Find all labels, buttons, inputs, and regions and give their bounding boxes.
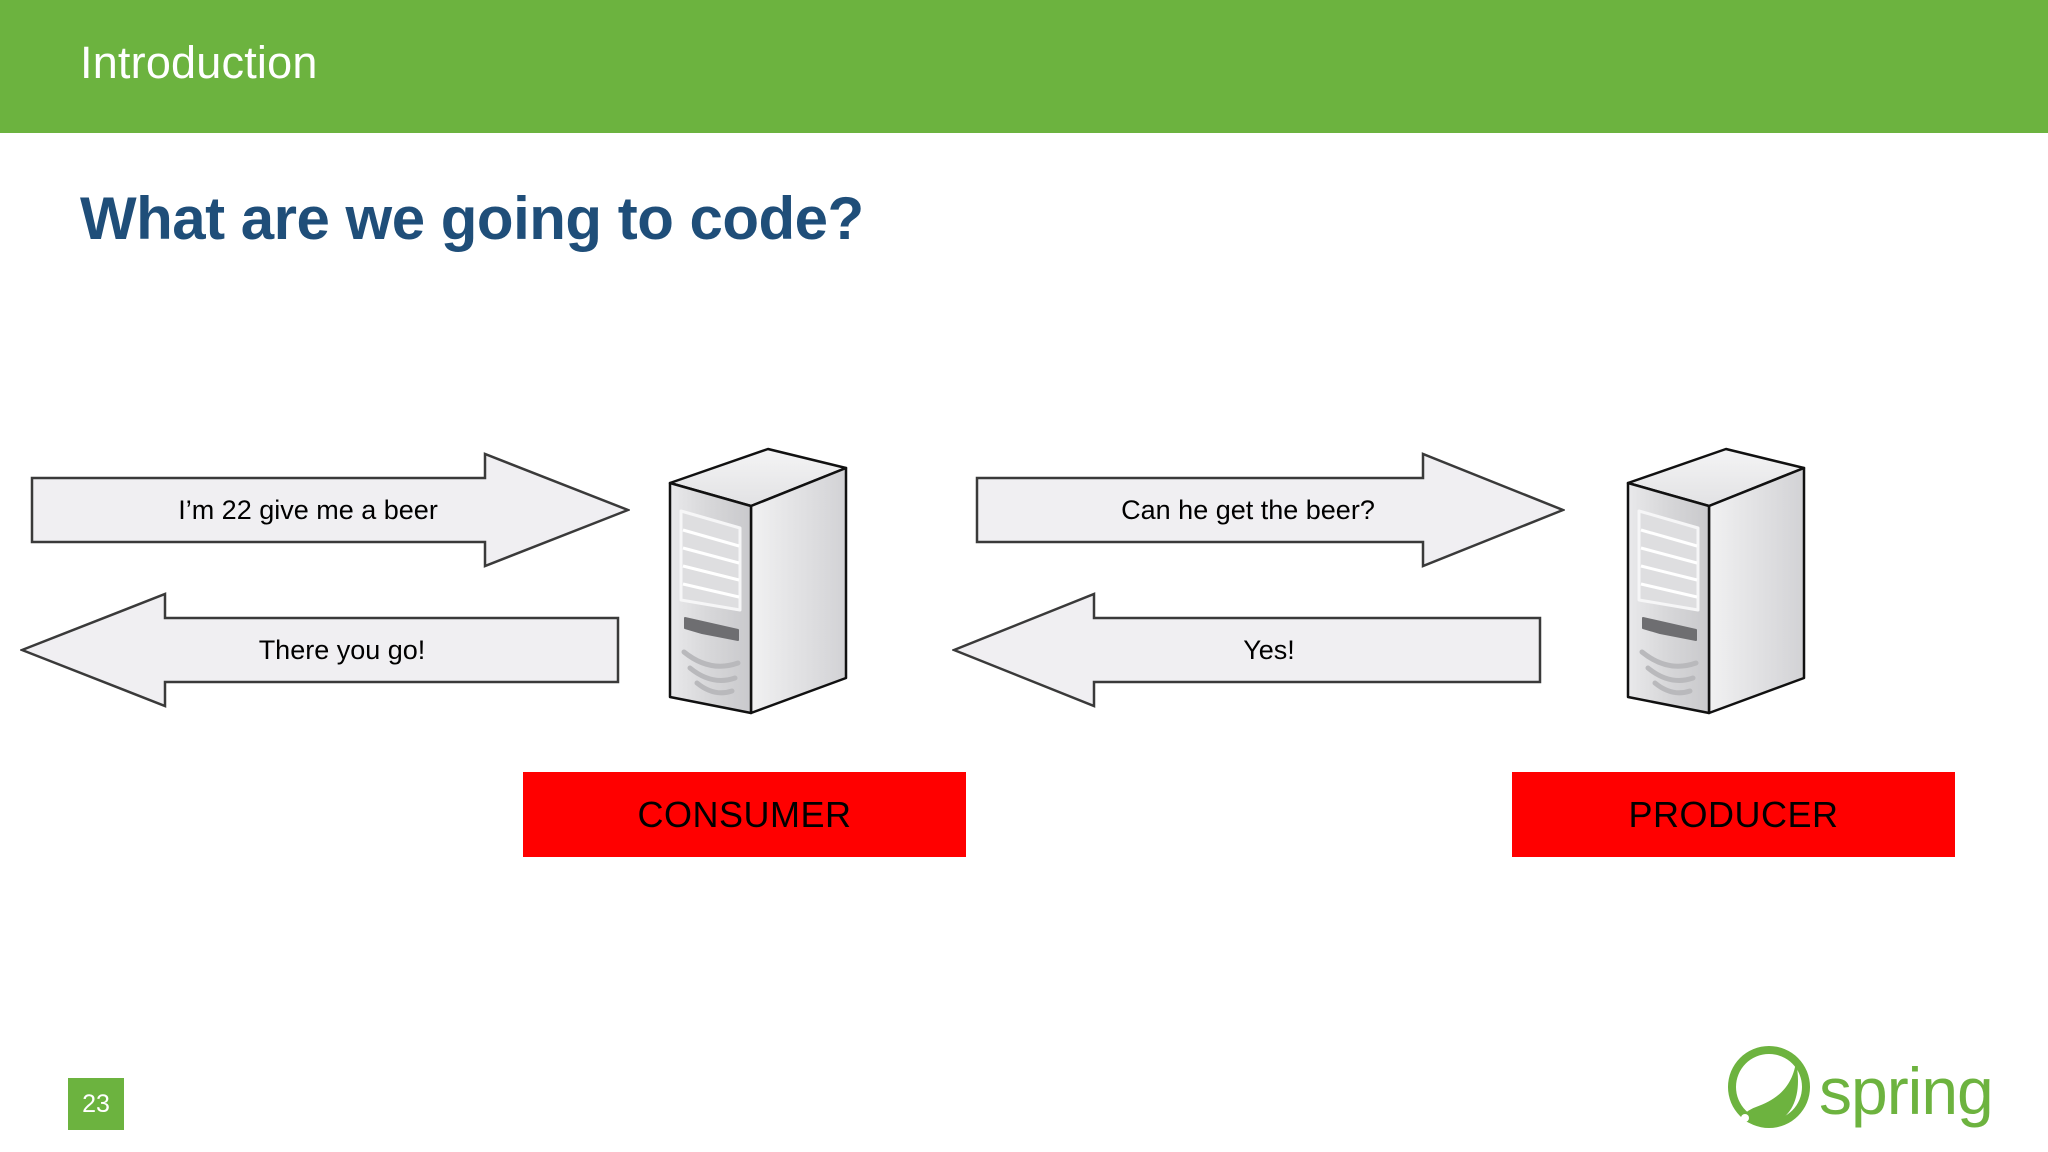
message-label: I’m 22 give me a beer: [178, 494, 438, 525]
page-number-badge: 23: [68, 1078, 124, 1130]
arrow-right-icon: [30, 452, 630, 568]
message-label: There you go!: [258, 634, 426, 665]
arrow-left-icon: [20, 592, 620, 708]
page-title: What are we going to code?: [80, 185, 864, 252]
message-label: Yes!: [1243, 634, 1295, 665]
spring-wordmark: spring: [1819, 1054, 1994, 1128]
arrow-left-icon: [952, 592, 1542, 708]
section-label: Introduction: [80, 37, 318, 88]
role-badge-producer: PRODUCER: [1512, 772, 1955, 857]
spring-logo: spring: [1722, 1040, 2000, 1135]
svg-text:spring: spring: [1819, 1054, 1993, 1128]
spring-leaf-icon: [1727, 1046, 1811, 1128]
server-tower-icon-producer: [1608, 430, 1823, 720]
role-badge-consumer: CONSUMER: [523, 772, 966, 857]
server-tower-icon-consumer: [650, 430, 865, 720]
header-band: Introduction: [0, 0, 2048, 133]
message-arrow-producer-request: Can he get the beer?: [975, 452, 1565, 568]
message-arrow-producer-reply: Yes!: [952, 592, 1542, 708]
arrow-right-icon: [975, 452, 1565, 568]
message-label: Can he get the beer?: [1121, 494, 1375, 525]
message-arrow-consumer-reply: There you go!: [20, 592, 620, 708]
message-arrow-consumer-request: I’m 22 give me a beer: [30, 452, 630, 568]
